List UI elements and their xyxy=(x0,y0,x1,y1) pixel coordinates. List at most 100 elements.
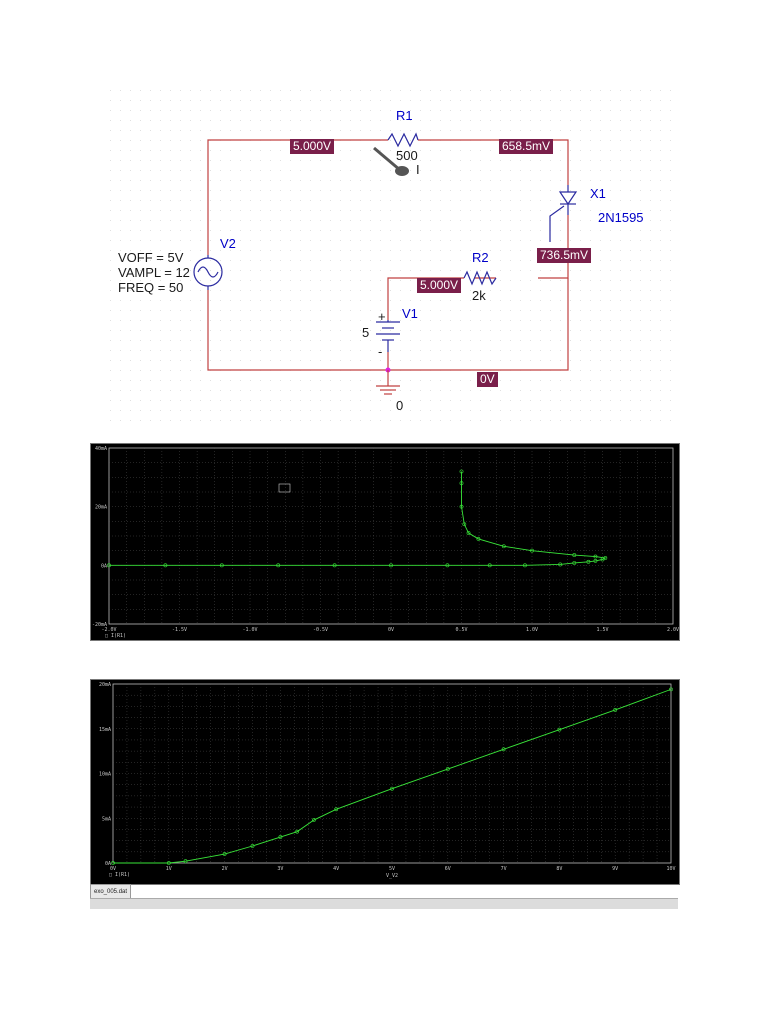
v2-ref: V2 xyxy=(220,236,236,251)
status-bar xyxy=(90,898,678,909)
data-point xyxy=(389,563,393,568)
r2-ref: R2 xyxy=(472,250,489,265)
y-tick-label: 20mA xyxy=(99,682,111,688)
data-point xyxy=(459,504,464,509)
data-point xyxy=(572,553,577,557)
y-tick-label: 0A xyxy=(105,861,111,867)
r1-value: 500 xyxy=(396,148,418,163)
x1-scr[interactable] xyxy=(549,185,578,242)
r1-resistor[interactable] xyxy=(387,132,419,148)
data-point xyxy=(593,554,598,559)
x-tick-label: 9V xyxy=(612,866,618,872)
data-point xyxy=(459,481,464,486)
x-tick-label: -0.5V xyxy=(313,627,328,633)
data-point xyxy=(390,786,394,791)
data-point xyxy=(501,544,506,549)
data-point xyxy=(462,522,467,527)
x-tick-label: 2.0V xyxy=(667,627,679,633)
y-tick-label: 15mA xyxy=(99,727,111,733)
x-axis-label: V_V2 xyxy=(386,873,398,879)
ground-label: 0 xyxy=(396,398,403,413)
data-point xyxy=(557,727,562,732)
v1-value: 5 xyxy=(362,325,369,340)
data-point xyxy=(466,531,471,535)
data-point xyxy=(558,562,563,567)
x-tick-label: 8V xyxy=(556,866,562,872)
x-tick-label: 2V xyxy=(222,866,228,872)
v1-minus: - xyxy=(378,344,382,359)
y-tick-label: 40mA xyxy=(95,446,107,452)
circuit-schematic: R1 500 I X1 2N1595 R2 2k V1 5 + - V2 xyxy=(110,90,671,421)
x-tick-label: 0V xyxy=(388,627,394,633)
data-point xyxy=(593,559,598,563)
r2-resistor[interactable] xyxy=(463,270,497,286)
v1-plus: + xyxy=(378,309,386,324)
x1-part: 2N1595 xyxy=(598,210,644,225)
x-tick-label: 4V xyxy=(333,866,339,872)
y-tick-label: -20mA xyxy=(92,622,107,628)
iv-plot[interactable]: -2.0V -1.5V -1.0V -0.5V 0V 0.5V 1.0V 1.5V 2.0V 40… xyxy=(90,443,680,641)
marker-gate[interactable]: 736.5mV xyxy=(537,248,592,263)
data-point xyxy=(332,563,337,568)
y-tick-label: 10mA xyxy=(99,772,111,778)
data-point xyxy=(311,818,316,822)
v2-sine-source[interactable] xyxy=(193,255,223,290)
v1-ref: V1 xyxy=(402,306,418,321)
x-tick-label: 0V xyxy=(110,866,116,872)
marker-r2-left[interactable]: 5.000V xyxy=(417,278,462,293)
x-tick-label: -1.0V xyxy=(242,627,257,633)
data-point xyxy=(219,563,224,568)
x-tick-label: 1.5V xyxy=(596,627,608,633)
y-tick-label: 5mA xyxy=(102,816,111,822)
x-tick-label: 1.0V xyxy=(526,627,538,633)
data-point xyxy=(476,537,481,541)
x-tick-label: 1V xyxy=(166,866,172,872)
data-point xyxy=(445,767,450,771)
v2-voff: VOFF = 5V xyxy=(118,250,184,265)
data-point xyxy=(107,563,111,568)
current-probe-icon[interactable] xyxy=(373,146,409,176)
marker-r1-right[interactable]: 658.5mV xyxy=(499,139,554,154)
r1-ref: R1 xyxy=(396,108,413,123)
marker-v2-top[interactable]: 5.000V xyxy=(290,139,335,154)
data-point xyxy=(459,469,464,474)
data-point xyxy=(523,563,527,568)
data-point xyxy=(183,859,188,864)
v2-freq: FREQ = 50 xyxy=(118,280,183,295)
data-point xyxy=(487,563,492,568)
x-tick-label: 0.5V xyxy=(455,627,467,633)
marker-bottom[interactable]: 0V xyxy=(477,372,498,387)
y-tick-label: 0A xyxy=(101,563,107,569)
data-point xyxy=(600,557,605,562)
x1-ref: X1 xyxy=(590,186,606,201)
r2-value: 2k xyxy=(472,288,486,303)
x-tick-label: 10V xyxy=(666,866,675,872)
data-point xyxy=(501,747,506,752)
v1-battery[interactable] xyxy=(376,320,400,352)
data-point xyxy=(603,556,608,560)
data-point xyxy=(166,861,171,865)
data-point xyxy=(572,561,577,565)
x-tick-label: -2.0V xyxy=(101,627,116,633)
data-point xyxy=(445,563,450,568)
x-tick-label: 3V xyxy=(277,866,283,872)
data-point xyxy=(111,861,115,865)
x-tick-label: 6V xyxy=(445,866,451,872)
x-tick-label: -1.5V xyxy=(172,627,187,633)
y-tick-label: 20mA xyxy=(95,505,107,511)
v2-vampl: VAMPL = 12 xyxy=(118,265,190,280)
data-point xyxy=(163,563,168,568)
data-point xyxy=(586,559,591,564)
legend-entry: □ I(R1) xyxy=(109,872,130,878)
data-point xyxy=(613,708,618,712)
data-point xyxy=(276,563,281,568)
probe-label: I xyxy=(416,162,420,177)
data-point xyxy=(334,807,339,812)
data-point xyxy=(278,835,283,839)
ground-symbol xyxy=(376,367,400,395)
x-tick-label: 7V xyxy=(501,866,507,872)
data-point xyxy=(295,829,300,834)
selection-box[interactable] xyxy=(278,483,291,493)
